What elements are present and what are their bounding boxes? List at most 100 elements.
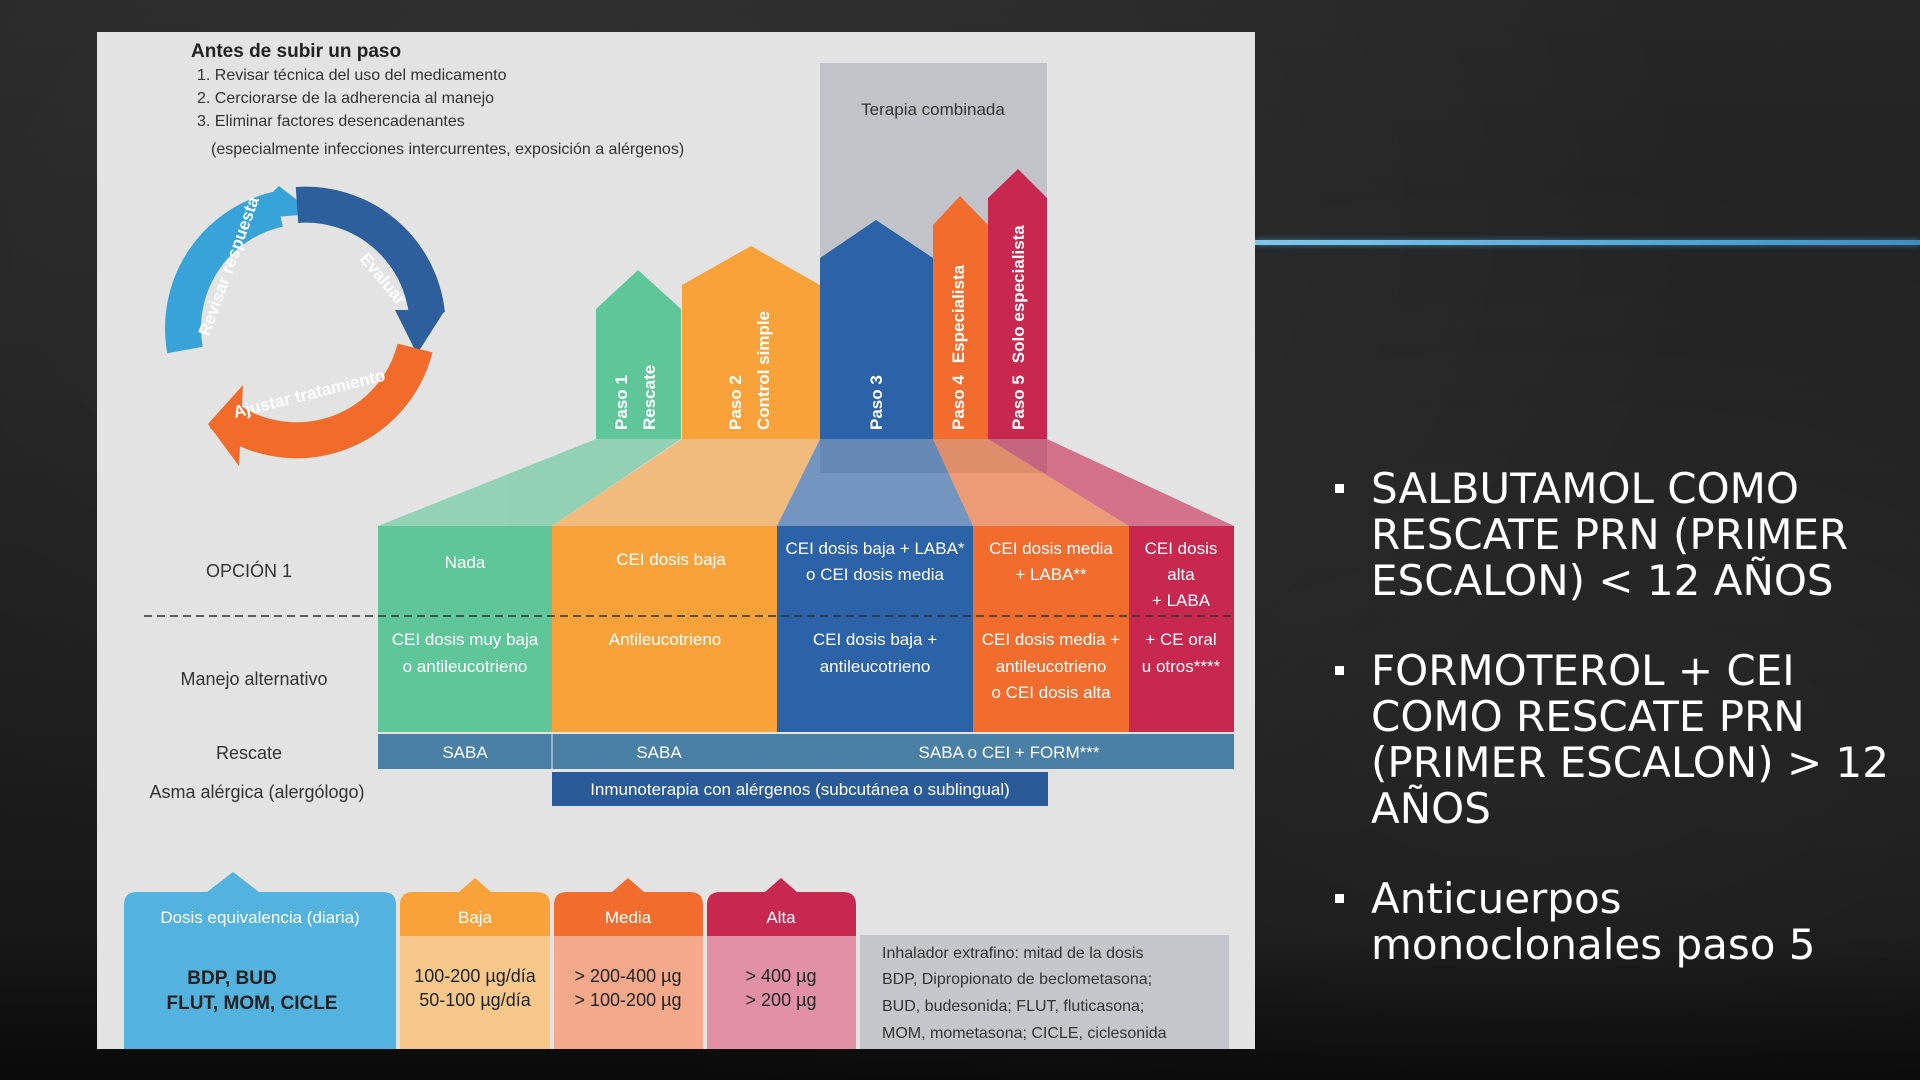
column-step-2 <box>552 526 777 732</box>
alt-step-3-line1: CEI dosis baja + <box>813 630 937 649</box>
immunotherapy-bar <box>552 772 1048 806</box>
treatment-table: OPCIÓN 1 Manejo alternativo Rescate Asma… <box>144 526 1234 806</box>
dose-drugs-line1: BDP, BUD <box>187 968 276 989</box>
combined-therapy-label: Terapia combinada <box>861 100 1005 119</box>
alt-step-4-line2: antileucotrieno <box>996 657 1107 676</box>
bullet-item: FORMOTEROL + CEI COMO RESCATE PRN (PRIME… <box>1335 648 1895 832</box>
rescue-step-2: SABA <box>636 743 682 762</box>
funnel-step-3 <box>777 439 973 526</box>
rescue-cell-step-2 <box>552 734 777 769</box>
option1-step-2: CEI dosis baja <box>616 550 726 569</box>
alt-step-5-line2: u otros**** <box>1142 657 1221 676</box>
alt-step-2: Antileucotrieno <box>609 630 721 649</box>
option1-step-5-line1: CEI dosis <box>1145 539 1218 558</box>
rescue-cell-steps-3-5 <box>777 734 1234 769</box>
dose-low-cell <box>400 936 550 1049</box>
column-step-1 <box>378 526 552 732</box>
square-bullet-icon <box>1335 666 1344 675</box>
step-2-name: Paso 2 <box>726 375 745 430</box>
step-4-house <box>933 196 988 439</box>
accent-line <box>1255 240 1920 245</box>
rescue-step-1: SABA <box>442 743 488 762</box>
rescue-steps-3-5: SABA o CEI + FORM*** <box>919 743 1100 762</box>
rescue-cell-step-1 <box>378 734 552 769</box>
row-label-alternative: Manejo alternativo <box>180 669 327 689</box>
square-bullet-icon <box>1335 894 1344 903</box>
dose-low-label: Baja <box>458 908 493 927</box>
funnel-step-2 <box>552 439 820 526</box>
dose-medium-label: Media <box>605 908 652 927</box>
row-label-rescue: Rescate <box>216 743 282 763</box>
dose-high-line2: > 200 µg <box>746 990 817 1010</box>
dose-header-label: Dosis equivalencia (diaria) <box>160 908 359 927</box>
dose-low-line2: 50-100 µg/día <box>419 990 531 1010</box>
dose-drugs-line2: FLUT, MOM, CICLE <box>167 993 338 1014</box>
cycle-arrowhead-evaluate <box>395 310 445 354</box>
asthma-steps-diagram: Antes de subir un paso 1. Revisar técnic… <box>97 32 1255 1049</box>
header-step-1: 1. Revisar técnica del uso del medicamen… <box>197 67 507 84</box>
dose-low-line1: 100-200 µg/día <box>414 966 536 986</box>
option1-step-1: Nada <box>445 553 486 572</box>
option1-step-3-line2: o CEI dosis media <box>806 565 944 584</box>
option1-step-4-line2: + LABA** <box>1015 565 1087 584</box>
square-bullet-icon <box>1335 484 1344 493</box>
option1-step-3-line1: CEI dosis baja + LABA* <box>785 539 964 558</box>
funnel-step-5 <box>988 439 1234 526</box>
bullet-text: Anticuerpos monoclonales paso 5 <box>1371 874 1816 969</box>
row-label-option1: OPCIÓN 1 <box>206 560 292 581</box>
column-step-3 <box>777 526 973 732</box>
bullet-item: SALBUTAMOL COMO RESCATE PRN (PRIMER ESCA… <box>1335 466 1895 604</box>
step-2-sub: Control simple <box>754 311 773 430</box>
step-3-name: Paso 3 <box>867 375 886 430</box>
dose-high-line1: > 400 µg <box>746 966 817 986</box>
column-step-5 <box>1129 526 1234 732</box>
step-columns: Paso 1 Rescate Paso 2 Control simple Pas… <box>596 169 1047 439</box>
cycle-arrowhead-adjust <box>208 385 243 466</box>
bullet-text: FORMOTEROL + CEI COMO RESCATE PRN (PRIME… <box>1371 646 1889 833</box>
dose-high-label: Alta <box>766 908 796 927</box>
step-5-house <box>988 169 1047 439</box>
step-1-name: Paso 1 <box>612 375 631 430</box>
column-step-4 <box>973 526 1129 732</box>
dose-note-3: BUD, budesonida; FLUT, fluticasona; <box>882 998 1144 1015</box>
cycle-arrow-evaluate <box>295 186 445 317</box>
option1-step-5-line3: + LABA <box>1152 591 1211 610</box>
option1-step-4-line1: CEI dosis media <box>989 539 1113 558</box>
bullet-text: SALBUTAMOL COMO RESCATE PRN (PRIMER ESCA… <box>1371 464 1849 605</box>
header-step-3: 3. Eliminar factores desencadenantes <box>197 113 465 130</box>
alt-step-5-line1: + CE oral <box>1145 630 1216 649</box>
funnel <box>378 439 1234 526</box>
alt-step-4-line3: o CEI dosis alta <box>991 683 1111 702</box>
header-step-note: (especialmente infecciones intercurrente… <box>211 141 684 158</box>
row-label-allergic: Asma alérgica (alergólogo) <box>149 782 364 802</box>
dose-medium-line1: > 200-400 µg <box>575 966 682 986</box>
dose-table: Dosis equivalencia (diaria) Baja Media A… <box>124 872 1229 1049</box>
alt-step-1-line1: CEI dosis muy baja <box>392 630 539 649</box>
step-3-house <box>820 220 933 439</box>
immunotherapy-label: Inmunoterapia con alérgenos (subcutánea … <box>590 780 1010 799</box>
step-4-label: Paso 4Especialista <box>949 264 968 430</box>
option1-step-5-line2: alta <box>1167 565 1195 584</box>
bullet-item: Anticuerpos monoclonales paso 5 <box>1335 876 1895 968</box>
step-1-sub: Rescate <box>640 365 659 430</box>
header-title: Antes de subir un paso <box>191 41 401 62</box>
funnel-step-1 <box>378 439 681 526</box>
alt-step-4-line1: CEI dosis media + <box>982 630 1120 649</box>
cycle-arrow-adjust <box>209 343 433 459</box>
treatment-cycle: Revisar respuesta Evaluar Ajustar tratam… <box>165 186 445 466</box>
bullet-list: SALBUTAMOL COMO RESCATE PRN (PRIMER ESCA… <box>1335 466 1895 1012</box>
step-5-label: Paso 5Solo especialista <box>1009 225 1028 430</box>
step-1-house <box>596 270 681 439</box>
dose-note-4: MOM, mometasona; CICLE, ciclesonida <box>882 1025 1167 1042</box>
dose-high-cell <box>707 936 856 1049</box>
alt-step-1-line2: o antileucotrieno <box>403 657 528 676</box>
header-step-2: 2. Cerciorarse de la adherencia al manej… <box>197 90 494 107</box>
dose-medium-line2: > 100-200 µg <box>575 990 682 1010</box>
dose-drugs-cell <box>124 936 396 1049</box>
dose-notes-cell <box>860 935 1229 1049</box>
dose-medium-cell <box>554 936 703 1049</box>
dose-note-1: Inhalador extrafino: mitad de la dosis <box>882 945 1143 962</box>
dose-note-2: BDP, Dipropionato de beclometasona; <box>882 971 1152 988</box>
step-2-house <box>682 246 820 439</box>
alt-step-3-line2: antileucotrieno <box>820 657 931 676</box>
